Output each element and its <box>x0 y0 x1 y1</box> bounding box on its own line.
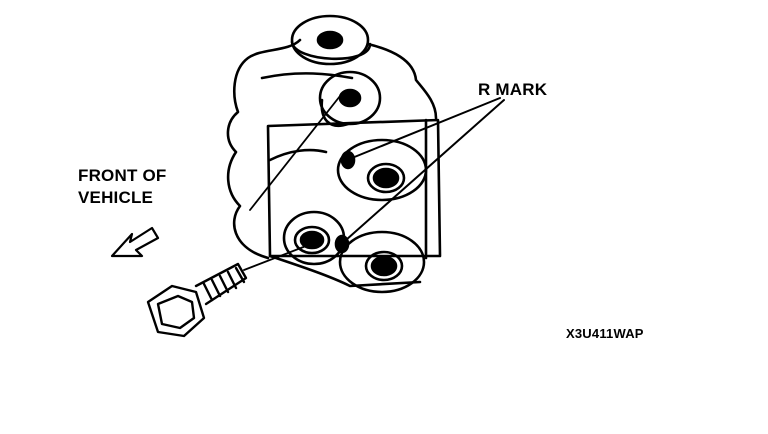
figure-code-label: X3U411WAP <box>566 326 644 341</box>
arrow-down-left-icon <box>110 226 160 258</box>
valve-body-outline <box>226 38 302 260</box>
r-mark-leader-upper <box>351 97 501 159</box>
upper-left-port <box>318 70 382 126</box>
r-mark-label: R MARK <box>478 80 548 99</box>
assembly-line-lower <box>243 245 307 271</box>
mounting-plate <box>266 118 442 258</box>
bolt-head <box>146 284 206 338</box>
front-of-vehicle-label: FRONT OF VEHICLE <box>78 165 166 209</box>
bolt <box>146 262 248 338</box>
r-mark-lower <box>334 234 350 254</box>
front-label-line-2: VEHICLE <box>78 188 154 207</box>
lower-right-port <box>338 230 426 294</box>
bolt-shank <box>194 262 248 306</box>
assembly-line-upper <box>249 95 341 211</box>
front-label-line-1: FRONT OF <box>78 166 167 185</box>
r-mark-upper <box>340 150 356 170</box>
r-mark-leader-lower <box>345 99 505 241</box>
top-port-boss <box>290 14 370 66</box>
top-port-hole <box>316 30 344 50</box>
